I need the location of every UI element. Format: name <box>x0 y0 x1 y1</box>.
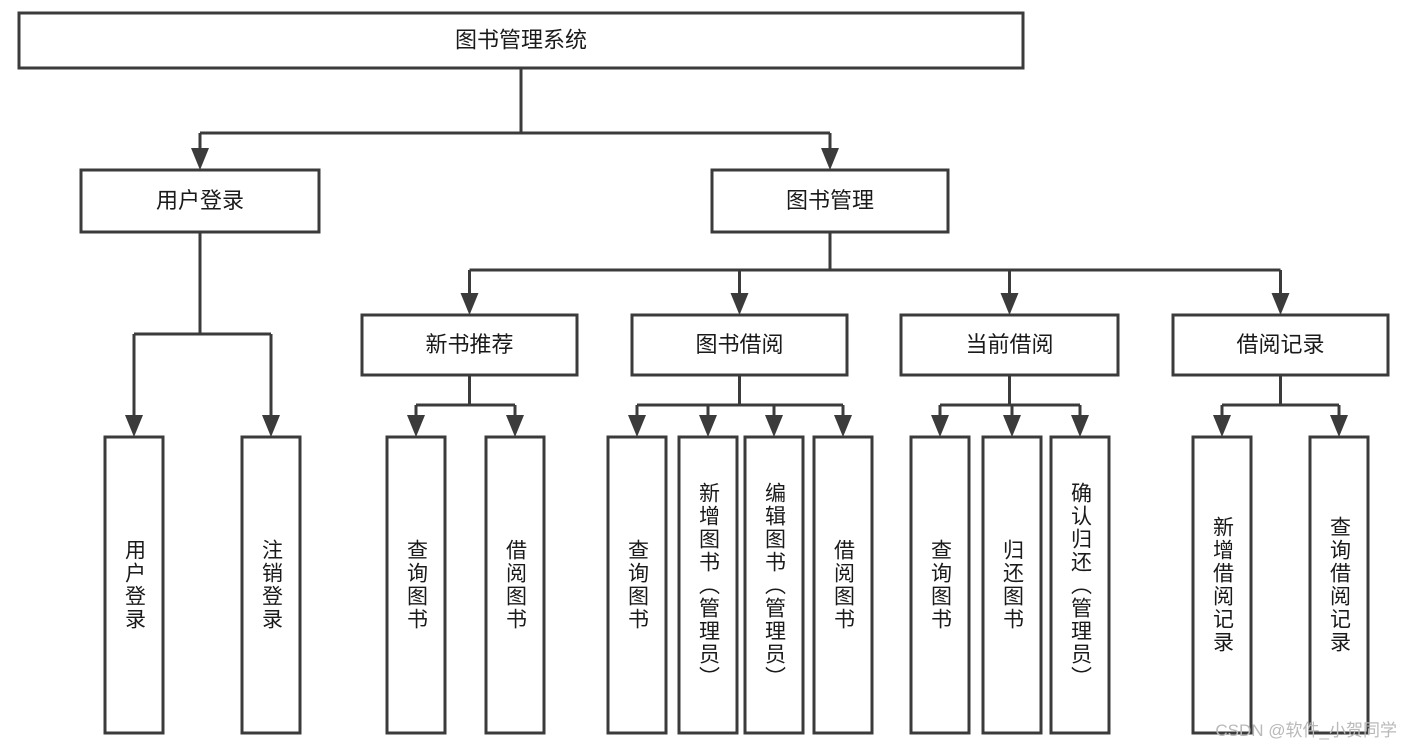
node-box-leaf-user-login[interactable] <box>103 435 165 735</box>
node-box-leaf-confirm-return[interactable] <box>1049 435 1111 735</box>
arrow-head-icon-leaf-10 <box>1071 415 1089 437</box>
arrow-head-icon-level3-3 <box>1271 293 1290 315</box>
arrow-head-icon-leaf-8 <box>931 415 949 437</box>
arrow-head-icon-leaf-6 <box>765 415 783 437</box>
node-box-leaf-edit-book[interactable] <box>743 435 805 735</box>
node-box-leaf-borrow-book-2[interactable] <box>812 435 874 735</box>
node-box-leaf-query-book-3[interactable] <box>909 435 971 735</box>
arrow-head-icon-leaf-12 <box>1330 415 1348 437</box>
node-box-current-borrow[interactable] <box>899 313 1120 377</box>
node-box-leaf-return-book[interactable] <box>981 435 1043 735</box>
node-box-borrow-record[interactable] <box>1171 313 1390 377</box>
arrow-head-icon-user-login-leaf-0 <box>125 415 143 437</box>
node-box-user-login[interactable] <box>79 168 321 234</box>
node-box-leaf-query-borrow-record[interactable] <box>1308 435 1370 735</box>
arrow-head-icon-leaf-2 <box>407 415 425 437</box>
node-box-leaf-add-borrow-record[interactable] <box>1191 435 1253 735</box>
node-box-leaf-query-book-1[interactable] <box>385 435 447 735</box>
arrow-head-icon-leaf-5 <box>699 415 717 437</box>
arrow-head-icon-leaf-3 <box>506 415 524 437</box>
arrow-head-icon-leaf-9 <box>1003 415 1021 437</box>
node-label-borrow-record: 借阅记录 <box>1236 332 1324 357</box>
node-box-leaf-query-book-2[interactable] <box>606 435 668 735</box>
node-box-book-borrow[interactable] <box>630 313 849 377</box>
node-box-leaf-logout-login[interactable] <box>240 435 302 735</box>
node-box-leaf-borrow-book-1[interactable] <box>484 435 546 735</box>
node-label-current-borrow: 当前借阅 <box>965 332 1053 357</box>
node-label-book-borrow: 图书借阅 <box>695 332 783 357</box>
arrow-head-icon-level3-1 <box>730 293 749 315</box>
node-box-book-management[interactable] <box>710 168 950 234</box>
node-label-book-management: 图书管理 <box>786 188 874 213</box>
node-label-root: 图书管理系统 <box>455 27 587 52</box>
arrow-head-icon-leaf-11 <box>1213 415 1231 437</box>
arrow-head-icon-leaf-7 <box>834 415 852 437</box>
node-box-leaf-add-book[interactable] <box>677 435 739 735</box>
arrow-head-icon-level3-2 <box>1000 293 1019 315</box>
arrow-head-icon-leaf-4 <box>628 415 646 437</box>
arrow-head-icon-user-login-leaf-1 <box>262 415 280 437</box>
node-box-group <box>17 11 1390 735</box>
arrow-head-icon-level2-0 <box>191 148 209 170</box>
watermark-text: CSDN @软件_小贺同学 <box>1215 721 1397 740</box>
node-label-new-book-recommend: 新书推荐 <box>425 332 513 357</box>
connector-group <box>125 68 1348 437</box>
arrow-head-icon-level3-0 <box>460 293 479 315</box>
arrow-head-icon-level2-1 <box>821 148 839 170</box>
node-label-user-login: 用户登录 <box>156 188 244 213</box>
node-box-root[interactable] <box>17 11 1025 70</box>
node-box-new-book-recommend[interactable] <box>360 313 579 377</box>
